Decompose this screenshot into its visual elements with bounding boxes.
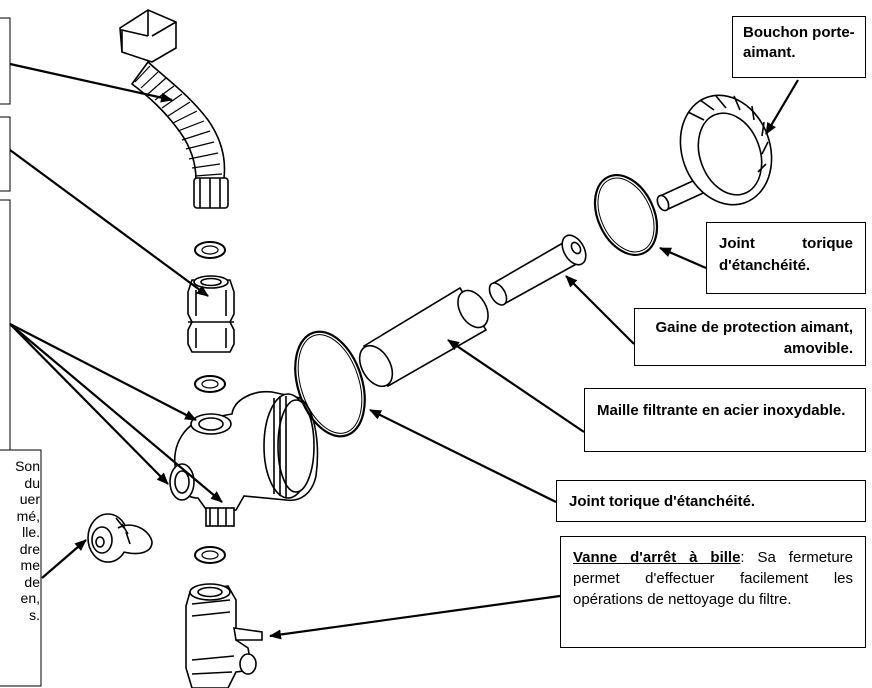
label-left-partial-text: Son du uer mé, lle. dre me de en, s. — [15, 458, 40, 623]
o-ring-middle — [294, 330, 366, 438]
label-gaine: Gaine de protection aimant, amovible. — [634, 308, 866, 366]
label-maille: Maille filtrante en acier inoxydable. — [584, 388, 866, 452]
left-box-3 — [0, 199, 11, 455]
left-box-2 — [0, 116, 11, 192]
label-vanne: Vanne d'arrêt à bille: Sa fermeture perm… — [560, 536, 866, 648]
washer-3 — [194, 546, 226, 564]
magnet-cap — [656, 94, 773, 212]
label-joint-torique-mid-text: Joint torique d'étanchéité. — [569, 493, 756, 510]
union-nut — [187, 275, 235, 353]
label-vanne-title: Vanne d'arrêt à bille — [573, 549, 741, 566]
filter-body — [169, 390, 319, 527]
filter-mesh — [358, 286, 489, 388]
label-vanne-text: : Sa fermeture permet d'effectuer facile… — [573, 549, 853, 608]
ball-valve — [185, 583, 263, 688]
label-left-partial: Son du uer mé, lle. dre me de en, s. — [2, 458, 40, 623]
label-bouchon-text: Bouchon porte-aimant. — [743, 24, 855, 61]
washer-2 — [194, 375, 226, 393]
washer-1 — [194, 241, 226, 259]
leader-arrows — [9, 62, 799, 640]
left-box-4 — [0, 449, 42, 687]
label-maille-text: Maille filtrante en acier inoxydable. — [597, 402, 846, 419]
magnet-sleeve — [488, 234, 587, 306]
flexible-hose — [119, 9, 229, 209]
label-joint-torique-top: Joint torique d'étanchéité. — [706, 222, 866, 294]
drain-cap — [87, 513, 153, 563]
left-box-1 — [0, 17, 11, 105]
label-bouchon: Bouchon porte-aimant. — [732, 16, 866, 78]
o-ring-top — [593, 174, 659, 256]
label-gaine-text: Gaine de protection aimant, amovible. — [655, 319, 853, 357]
label-joint-torique-mid: Joint torique d'étanchéité. — [556, 480, 866, 522]
label-joint-torique-top-text: Joint torique d'étanchéité. — [719, 235, 853, 274]
